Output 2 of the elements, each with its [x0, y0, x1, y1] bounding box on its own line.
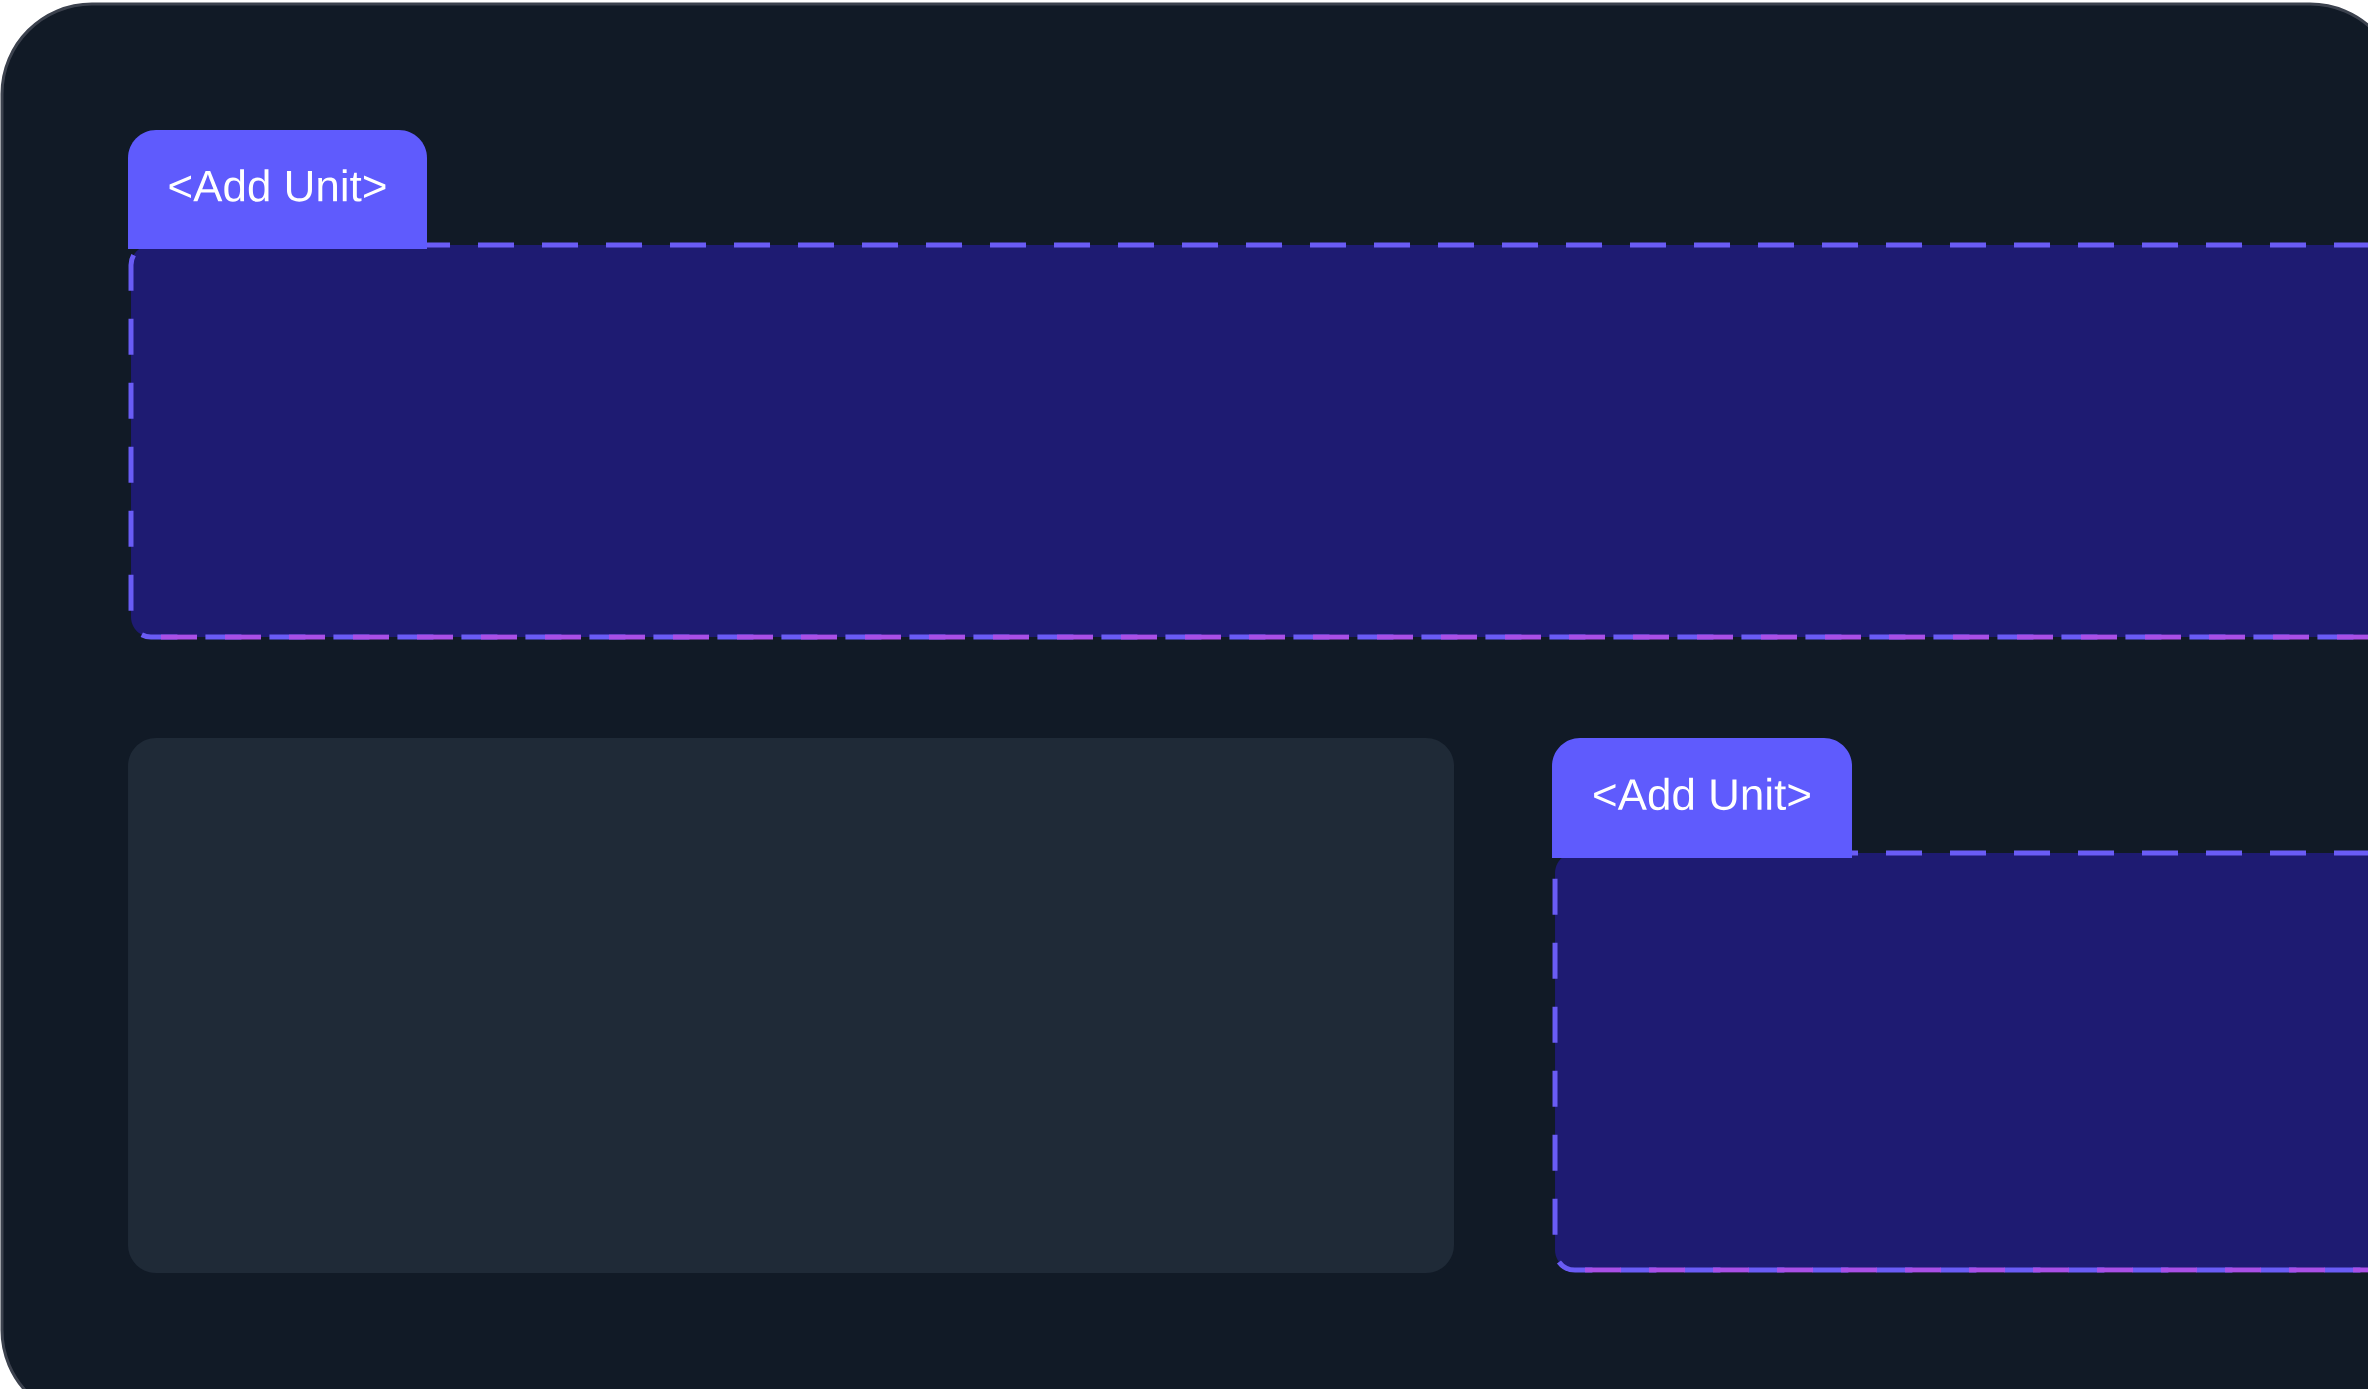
tab-label: <Add Unit> [1552, 738, 1852, 858]
tab-label: <Add Unit> [128, 130, 427, 249]
